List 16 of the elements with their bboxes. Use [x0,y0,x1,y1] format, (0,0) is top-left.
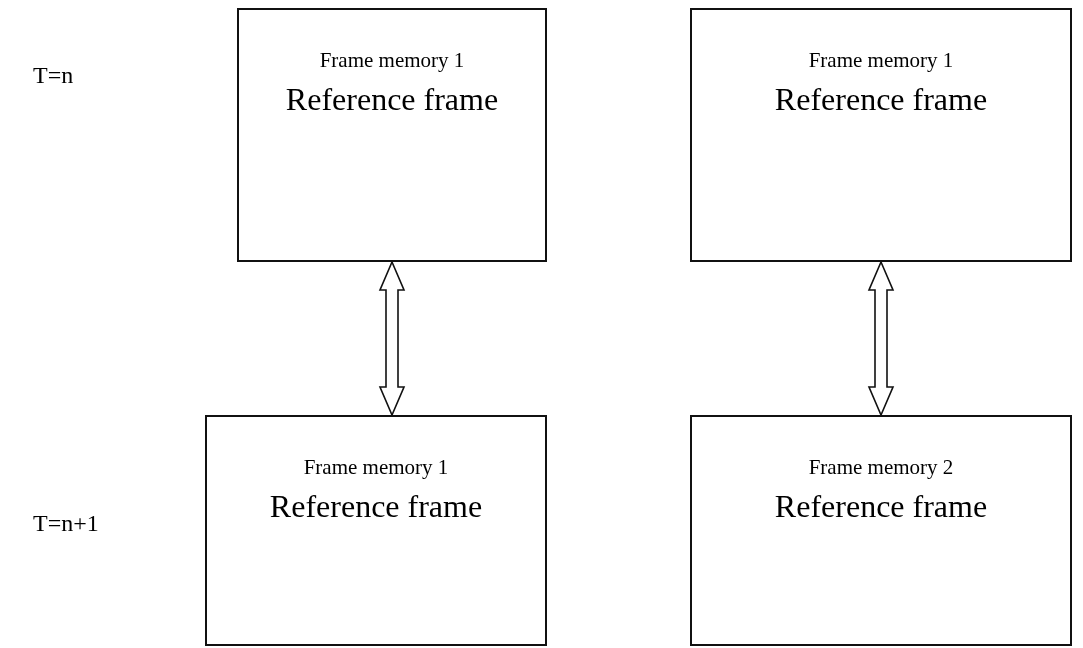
time-label: T=n [33,62,74,89]
frame-memory-box [205,415,547,646]
double-arrow [378,259,406,418]
memory-label: Frame memory 2 [807,455,955,480]
time-label: T=n+1 [33,510,99,537]
frame-memory-box [237,8,547,262]
memory-label: Frame memory 1 [318,48,466,73]
frame-memory-box [690,415,1072,646]
frame-label: Reference frame [773,488,989,525]
frame-label: Reference frame [773,81,989,118]
frame-label: Reference frame [268,488,484,525]
frame-memory-box [690,8,1072,262]
frame-label: Reference frame [284,81,500,118]
memory-label: Frame memory 1 [302,455,450,480]
memory-label: Frame memory 1 [807,48,955,73]
double-arrow [867,259,895,418]
